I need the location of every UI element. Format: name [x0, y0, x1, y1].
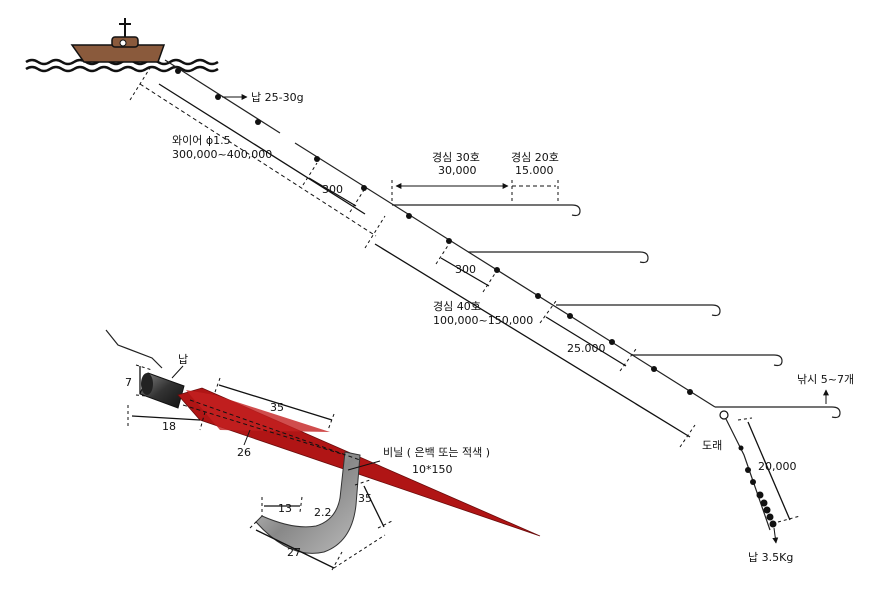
- branch-20-value: 15.000: [515, 164, 554, 177]
- sinker-beads: [738, 445, 777, 528]
- branch-20-label: 경심 20호: [511, 151, 559, 164]
- dim-25000: 25.000: [567, 342, 606, 355]
- main-line-beads: [175, 68, 693, 395]
- branch-lines: [392, 204, 841, 419]
- dim-35-hook: 35: [358, 492, 372, 505]
- dim-2-2: 2.2: [314, 506, 332, 519]
- lure-vinyl-label: 비닐 ( 은백 또는 적색 ): [383, 446, 490, 459]
- weight-bottom-label: 납 3.5Kg: [748, 551, 793, 564]
- wire-label-line2: 300,000~400,000: [172, 148, 272, 161]
- dim-300-a: 300: [322, 183, 343, 196]
- dim-13: 13: [278, 502, 292, 515]
- dim-7: 7: [125, 376, 132, 389]
- dim-26: 26: [237, 446, 251, 459]
- lure-assembly: [105, 329, 541, 554]
- hooks-count-label: 낚시 5~7개: [797, 373, 854, 386]
- dim-20000: 20,000: [758, 460, 797, 473]
- cross-icon: [119, 18, 131, 37]
- lure-lead-label: 납: [178, 353, 188, 366]
- branch-30-label: 경심 30호: [432, 151, 480, 164]
- swivel-icon: [719, 410, 729, 420]
- dim-300-b: 300: [455, 263, 476, 276]
- dim-35-top: 35: [270, 401, 284, 414]
- branch-30-value: 30,000: [438, 164, 477, 177]
- wire-label-line1: 와이어 ϕ1.5: [172, 134, 231, 147]
- lure-vinyl-size: 10*150: [412, 463, 453, 476]
- main-line-value: 100,000~150,000: [433, 314, 533, 327]
- weight-top-label: 납 25-30g: [251, 91, 304, 104]
- swivel-label: 도래: [702, 439, 722, 452]
- dim-27: 27: [287, 546, 301, 559]
- boat-icon: [70, 18, 166, 63]
- main-line-label: 경심 40호: [433, 300, 481, 313]
- dim-18: 18: [162, 420, 176, 433]
